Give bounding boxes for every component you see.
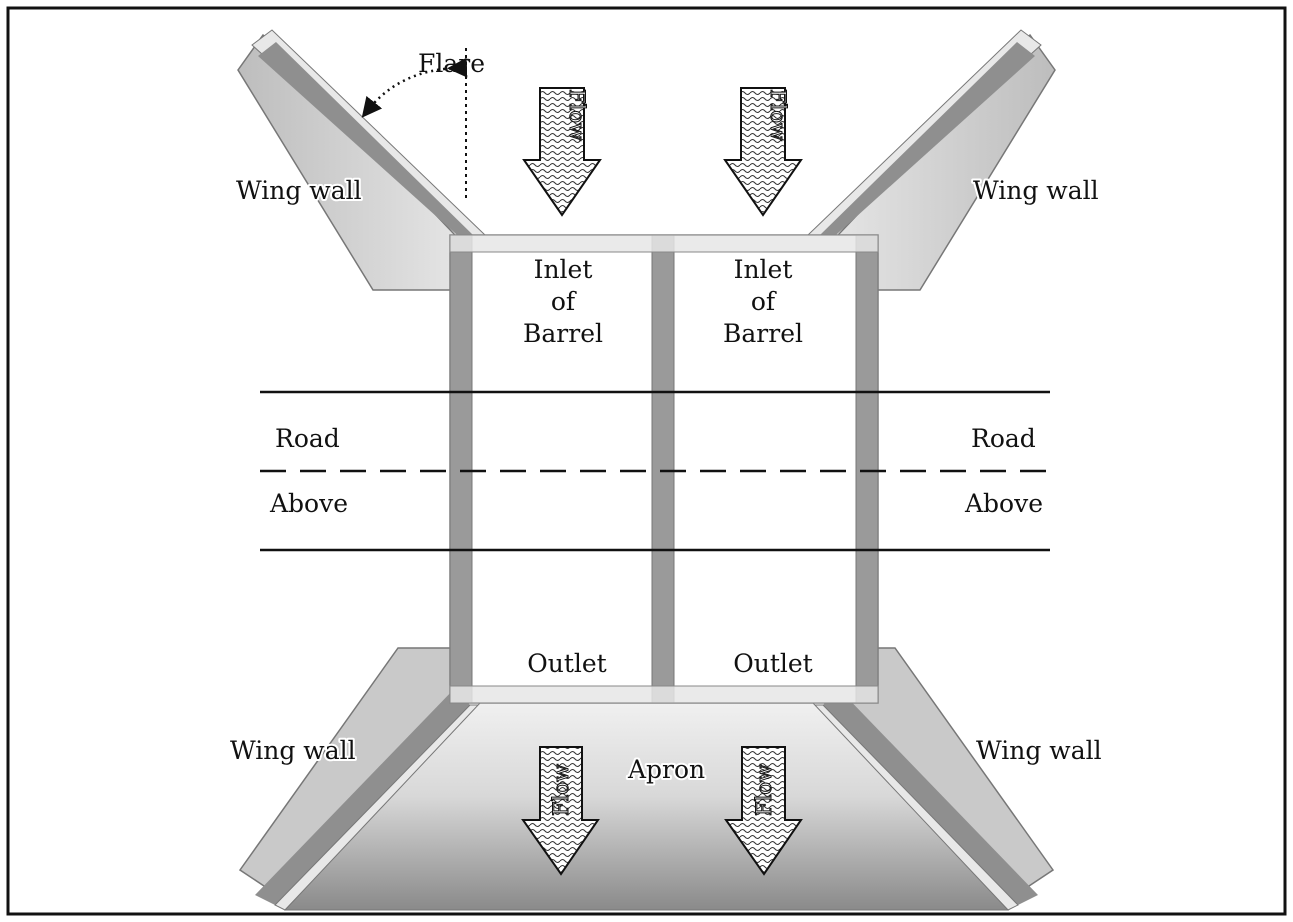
barrel-right-wall <box>855 234 879 704</box>
svg-text:of: of <box>751 287 777 316</box>
barrel-center-wall <box>651 234 675 704</box>
road-label-left: Road <box>275 424 340 453</box>
flow-arrow-inlet-left: Flow <box>522 87 602 217</box>
flow-arrow-inlet-right: Flow <box>723 87 803 217</box>
barrel-inlet-headwall <box>449 234 879 253</box>
road-label-right: Road <box>971 424 1036 453</box>
above-label-left: Above <box>269 489 348 518</box>
flare-arrow <box>361 57 468 118</box>
road-above <box>260 390 1050 552</box>
wing-wall-label-bottom-right: Wing wall <box>976 736 1102 765</box>
wing-wall-label-bottom-left: Wing wall <box>230 736 356 765</box>
flow-label: Flow <box>565 89 589 141</box>
svg-text:Barrel: Barrel <box>523 319 603 348</box>
wing-wall-label-top-right: Wing wall <box>973 176 1099 205</box>
inlet-label-left: Inlet of Barrel <box>523 255 603 348</box>
flow-label: Flow <box>752 764 776 816</box>
flow-label: Flow <box>549 764 573 816</box>
flow-label: Flow <box>766 89 790 141</box>
wing-wall-label-top-left: Wing wall <box>236 176 362 205</box>
outlet-label-left: Outlet <box>527 649 606 678</box>
wing-wall-top-left <box>237 29 487 291</box>
barrel-outlet-headwall <box>449 685 879 704</box>
svg-text:Inlet: Inlet <box>534 255 593 284</box>
svg-text:Barrel: Barrel <box>723 319 803 348</box>
svg-text:of: of <box>551 287 577 316</box>
above-label-right: Above <box>964 489 1043 518</box>
flow-arrow-outlet-left: Flow <box>521 746 600 876</box>
barrel-left-wall <box>449 234 473 704</box>
apron-label: Apron <box>627 755 705 784</box>
culvert-barrel <box>449 234 879 704</box>
inlet-label-right: Inlet of Barrel <box>723 255 803 348</box>
flare-label: Flare <box>418 49 485 78</box>
wing-wall-top-right <box>806 29 1056 291</box>
svg-text:Inlet: Inlet <box>734 255 793 284</box>
outlet-label-right: Outlet <box>733 649 812 678</box>
flow-arrow-outlet-right: Flow <box>724 746 803 876</box>
